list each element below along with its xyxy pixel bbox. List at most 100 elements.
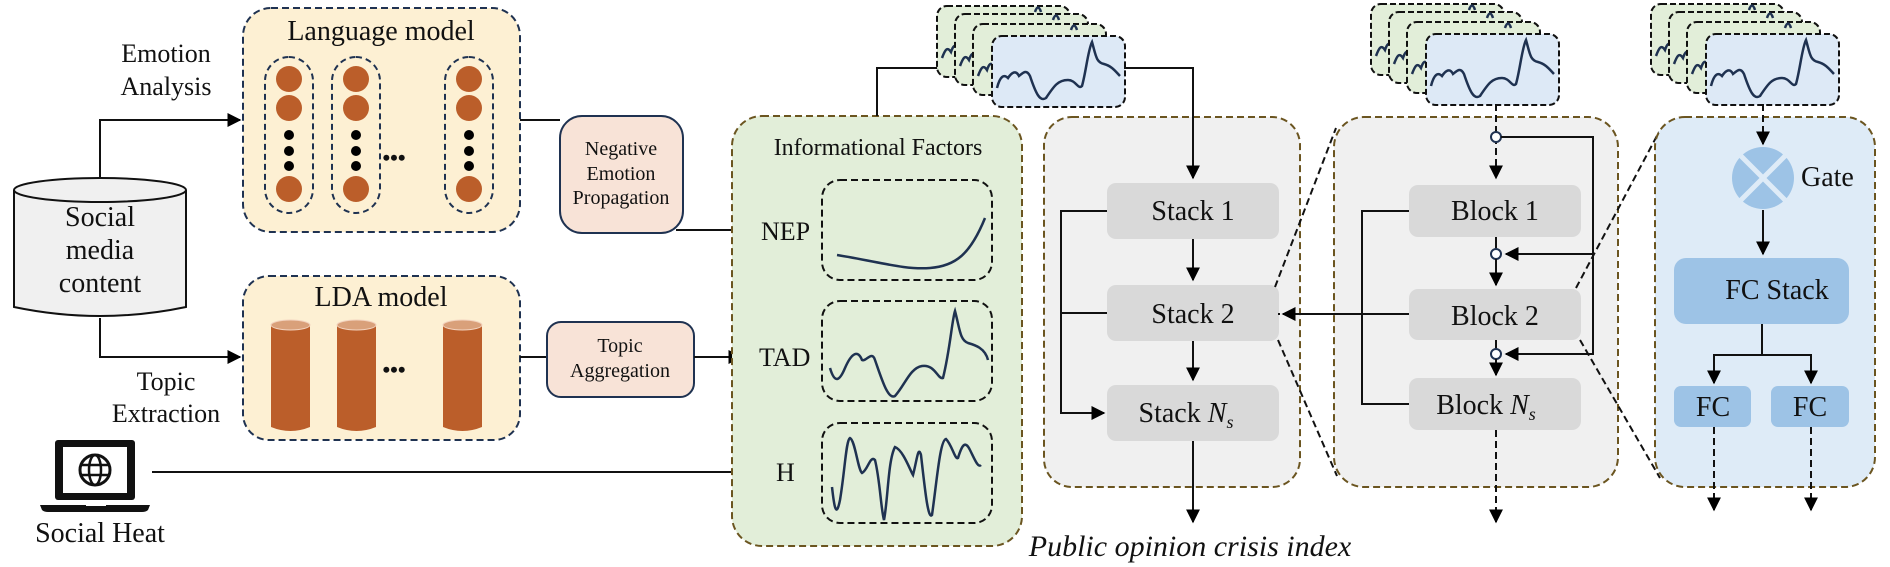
factor-series-frame (821, 179, 993, 281)
factor-label-h: H (776, 458, 795, 487)
topic-cylinder-body (443, 325, 482, 431)
multiply-gate-icon (1732, 147, 1794, 209)
neuron-dot (284, 146, 294, 156)
stack-node-2: Stack 2 (1107, 285, 1279, 341)
series-card-frame (991, 35, 1126, 108)
database-label-line: content (59, 268, 142, 299)
junction-node (1490, 348, 1502, 360)
factor-series-frame (821, 300, 993, 402)
topic-cylinders (270, 319, 483, 431)
topic-ellipsis: ••• (382, 357, 405, 382)
neuron (276, 95, 302, 121)
zoom-guide-line (1575, 131, 1660, 289)
series-card-frame (1425, 33, 1560, 106)
output-label: Public opinion crisis index (1028, 530, 1352, 563)
neuron-column (264, 56, 314, 214)
neuron-dot (351, 161, 361, 171)
neuron-dot (464, 130, 474, 140)
series-line-fragment (1051, 14, 1061, 21)
lda-model-box: LDA model ••• (242, 275, 521, 441)
database-icon-top (13, 177, 187, 203)
neuron-dot (351, 130, 361, 140)
factor-label-nep: NEP (761, 217, 810, 246)
neuron-dot (284, 161, 294, 171)
nep-series-line (836, 217, 987, 270)
series-line (995, 38, 1121, 101)
zoom-guide-line (1274, 127, 1337, 288)
series-line-fragment (1485, 12, 1495, 19)
block-skip-edge (1501, 136, 1594, 361)
nep-label-line: Negative (585, 138, 657, 160)
series-line-fragment (1783, 22, 1793, 29)
series-line (1429, 36, 1555, 99)
stack-node-label: Stack 2 (1151, 299, 1234, 330)
topic-cylinder-top (336, 319, 377, 331)
neuron (456, 176, 482, 202)
neuron-dot (464, 161, 474, 171)
neuron-column (444, 56, 494, 214)
nep-process-box: Negative Emotion Propagation (559, 115, 684, 234)
series-card-front (1705, 33, 1840, 106)
block-residual-edge (1361, 210, 1409, 405)
junction-node (1490, 131, 1502, 143)
language-model-title: Language model (287, 16, 475, 47)
neuron-column-frame (444, 56, 494, 214)
fcstack-to-fc1-edge (1707, 324, 1763, 385)
series-line-fragment (1069, 24, 1079, 31)
topic-aggregation-box: Topic Aggregation (546, 321, 695, 398)
topic-extraction-label: Extraction (112, 399, 220, 428)
series-line-fragment (1503, 22, 1513, 29)
database-label-line: media (66, 235, 135, 266)
topic-cylinder (270, 319, 311, 431)
neuron-dot (351, 146, 361, 156)
series-stack-block-panel (1370, 3, 1560, 106)
zoom-guide-line (1579, 339, 1661, 479)
neuron-ellipsis: ••• (382, 145, 405, 170)
stack-node-1: Stack 1 (1107, 183, 1279, 239)
topic-cylinder-top (442, 319, 483, 331)
series-stack-stack-panel (936, 5, 1126, 108)
topic-extraction-edge (99, 318, 242, 364)
fc-stack-label: FC Stack (1725, 275, 1828, 306)
fc-head-2: FC (1771, 386, 1849, 427)
neuron (343, 176, 369, 202)
block-node-ns: Block Ns (1409, 378, 1581, 430)
neuron (343, 66, 369, 92)
neuron (343, 95, 369, 121)
series-line-fragment (1467, 4, 1477, 11)
factors-to-series-edge (876, 67, 940, 116)
neuron-columns (264, 56, 494, 214)
neuron (456, 66, 482, 92)
language-model-box: Language model ••• (242, 7, 521, 233)
fc-stack-node: FC Stack (1674, 258, 1849, 324)
neuron (276, 66, 302, 92)
factor-series-frame (821, 422, 993, 524)
h-series-line (830, 436, 982, 521)
social-media-database: Social media content (13, 177, 187, 317)
block-node-label: Block Ns (1436, 390, 1536, 424)
fc-head-label: FC (1793, 392, 1827, 423)
neuron (456, 95, 482, 121)
block-node-2: Block 2 (1409, 289, 1581, 340)
topic-cylinder (442, 319, 483, 431)
stack-node-label: Stack 1 (1151, 196, 1234, 227)
neuron-column-frame (264, 56, 314, 214)
series-card-front (1425, 33, 1560, 106)
topic-aggregation-label-line: Aggregation (570, 360, 670, 382)
neuron-column (331, 56, 381, 214)
nep-label-line: Emotion (587, 163, 656, 185)
nep-label-line: Propagation (573, 187, 670, 209)
tad-series-line (828, 306, 990, 398)
database-label-line: Social (65, 202, 135, 233)
informational-factors-panel: Informational Factors NEP TAD H (731, 115, 1023, 547)
gate-label: Gate (1801, 162, 1854, 193)
laptop-globe-icon (40, 440, 150, 512)
factor-label-tad: TAD (759, 343, 810, 372)
series-card-front (991, 35, 1126, 108)
block-node-1: Block 1 (1409, 185, 1581, 237)
series-line-fragment (1747, 4, 1757, 11)
block-node-label: Block 2 (1451, 301, 1539, 332)
topic-cylinder-body (337, 325, 376, 431)
series-to-stack1-edge (1124, 67, 1200, 180)
emotion-analysis-label: Analysis (121, 72, 212, 101)
